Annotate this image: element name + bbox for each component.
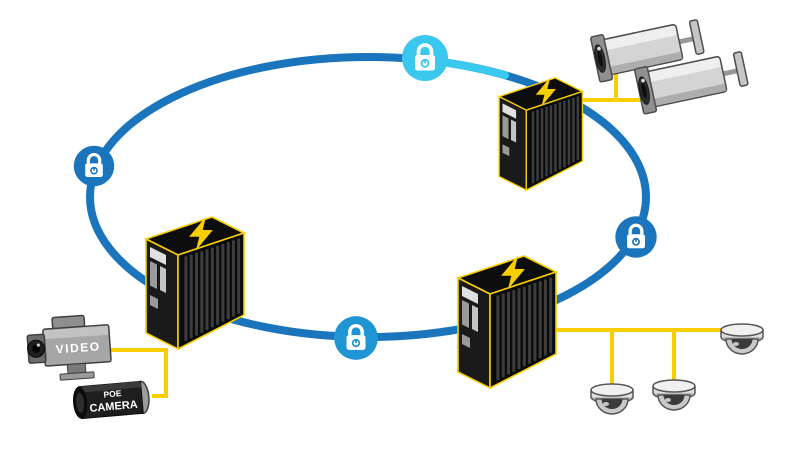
video-camera-lens-inner: [32, 344, 41, 353]
video-camera-base: [59, 371, 95, 381]
dome-camera-2: [652, 379, 696, 411]
dome-camera-3: [720, 323, 764, 355]
lock-bottom: [334, 316, 378, 360]
switch-bottom: [456, 253, 558, 390]
ring-highlight-segment: [443, 58, 509, 80]
lens-glint: [36, 343, 40, 347]
poe-camera-label-line1: POE: [103, 388, 122, 400]
switch-top-right: [497, 76, 584, 192]
lock-left: [73, 145, 115, 187]
lock-right: [615, 216, 657, 258]
poe-camera-label-line2: CAMERA: [89, 399, 138, 415]
video-camera-label: VIDEO: [55, 339, 101, 356]
cable-bottom-right: [556, 328, 742, 386]
poe-camera-top-strip: [78, 381, 142, 393]
dome-camera-1: [590, 383, 634, 415]
power-icon: [420, 58, 430, 68]
power-icon: [90, 166, 98, 175]
lock-top: [402, 35, 448, 81]
poe-camera: POE CAMERA: [73, 380, 150, 420]
video-camera-top-strip: [43, 325, 109, 340]
power-icon: [632, 237, 640, 246]
cable-bottom-left: [104, 348, 168, 398]
switch-left: [144, 214, 246, 351]
poe-camera-lens-inner: [76, 392, 85, 413]
power-icon: [351, 338, 361, 348]
video-camera: VIDEO: [26, 314, 112, 381]
